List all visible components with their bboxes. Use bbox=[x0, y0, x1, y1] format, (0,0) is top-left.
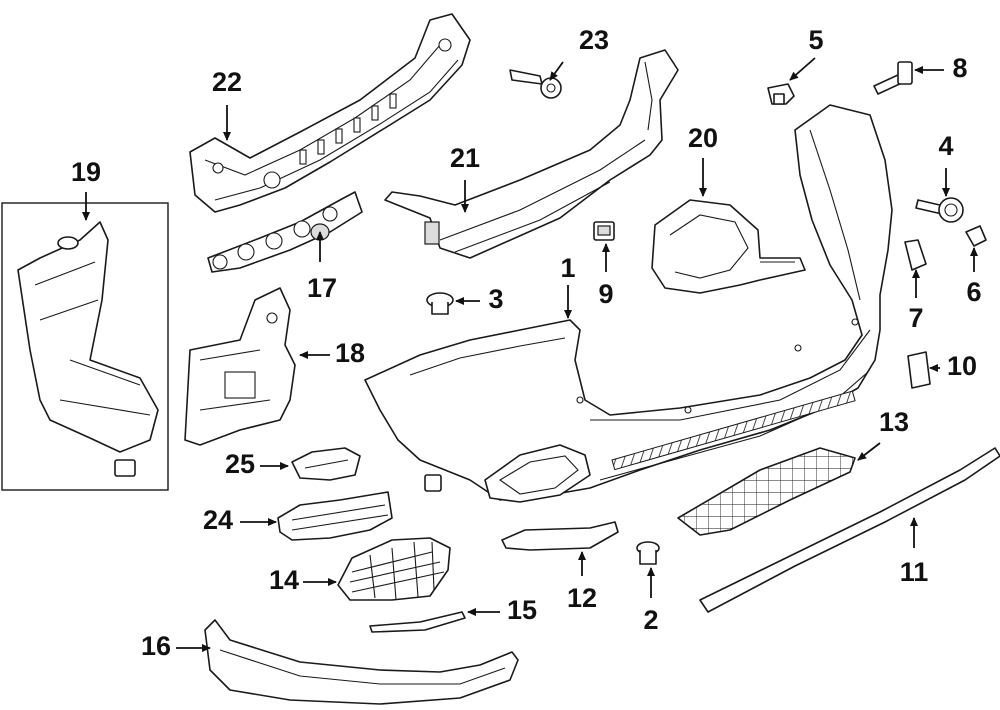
callout-2[interactable]: 2 bbox=[643, 605, 658, 635]
part-clip-6[interactable] bbox=[965, 225, 987, 247]
callout-7[interactable]: 7 bbox=[908, 303, 923, 333]
part-grille[interactable] bbox=[337, 537, 451, 601]
part-trim-strip[interactable] bbox=[699, 447, 1000, 613]
part-tow-eye[interactable] bbox=[509, 69, 562, 99]
part-rivet-2[interactable] bbox=[636, 541, 660, 565]
part-bolt-4[interactable] bbox=[915, 197, 964, 223]
part-skid-plate[interactable] bbox=[677, 447, 856, 536]
part-side-mount-bracket[interactable] bbox=[184, 287, 296, 446]
part-reflector[interactable] bbox=[501, 521, 619, 551]
callout-10[interactable]: 10 bbox=[947, 351, 977, 381]
callout-16[interactable]: 16 bbox=[141, 631, 171, 661]
callout-4[interactable]: 4 bbox=[938, 131, 953, 161]
callout-1[interactable]: 1 bbox=[560, 253, 575, 283]
leader-lines bbox=[82, 57, 978, 652]
callout-14[interactable]: 14 bbox=[269, 565, 299, 595]
part-inset-bracket[interactable] bbox=[17, 221, 159, 477]
callout-6[interactable]: 6 bbox=[966, 277, 981, 307]
part-bumper-cover[interactable] bbox=[364, 104, 893, 503]
callout-25[interactable]: 25 bbox=[225, 449, 255, 479]
part-cap-10[interactable] bbox=[907, 351, 931, 389]
callout-19[interactable]: 19 bbox=[71, 157, 101, 187]
callout-3[interactable]: 3 bbox=[488, 284, 503, 314]
part-side-bracket[interactable] bbox=[651, 199, 806, 294]
part-lower-valance[interactable] bbox=[204, 619, 519, 705]
callout-21[interactable]: 21 bbox=[450, 143, 480, 173]
part-small-bracket[interactable] bbox=[291, 447, 361, 481]
part-grille-bracket[interactable] bbox=[277, 491, 393, 541]
part-clip-9[interactable] bbox=[593, 221, 615, 241]
callout-20[interactable]: 20 bbox=[688, 123, 718, 153]
callout-15[interactable]: 15 bbox=[507, 595, 537, 625]
callout-23[interactable]: 23 bbox=[579, 25, 609, 55]
part-clip-7[interactable] bbox=[904, 239, 927, 271]
callout-labels: 1 2 3 4 5 6 7 8 9 10 11 12 13 14 15 16 1… bbox=[71, 25, 982, 661]
part-grommet-3[interactable] bbox=[426, 292, 454, 315]
callout-13[interactable]: 13 bbox=[879, 407, 909, 437]
part-energy-absorber[interactable] bbox=[207, 191, 363, 273]
callout-9[interactable]: 9 bbox=[598, 279, 613, 309]
callout-18[interactable]: 18 bbox=[335, 338, 365, 368]
part-molding-strip[interactable] bbox=[369, 611, 466, 633]
inset-box-19 bbox=[1, 202, 169, 491]
part-push-clip-5[interactable] bbox=[767, 83, 795, 105]
callout-5[interactable]: 5 bbox=[808, 25, 823, 55]
callout-24[interactable]: 24 bbox=[203, 505, 233, 535]
callout-12[interactable]: 12 bbox=[567, 583, 597, 613]
callout-8[interactable]: 8 bbox=[952, 53, 967, 83]
part-reinforcement-beam[interactable] bbox=[189, 13, 471, 213]
callout-22[interactable]: 22 bbox=[212, 67, 242, 97]
callout-11[interactable]: 11 bbox=[900, 557, 929, 587]
part-bolt-8[interactable] bbox=[873, 61, 913, 95]
callout-17[interactable]: 17 bbox=[307, 273, 337, 303]
